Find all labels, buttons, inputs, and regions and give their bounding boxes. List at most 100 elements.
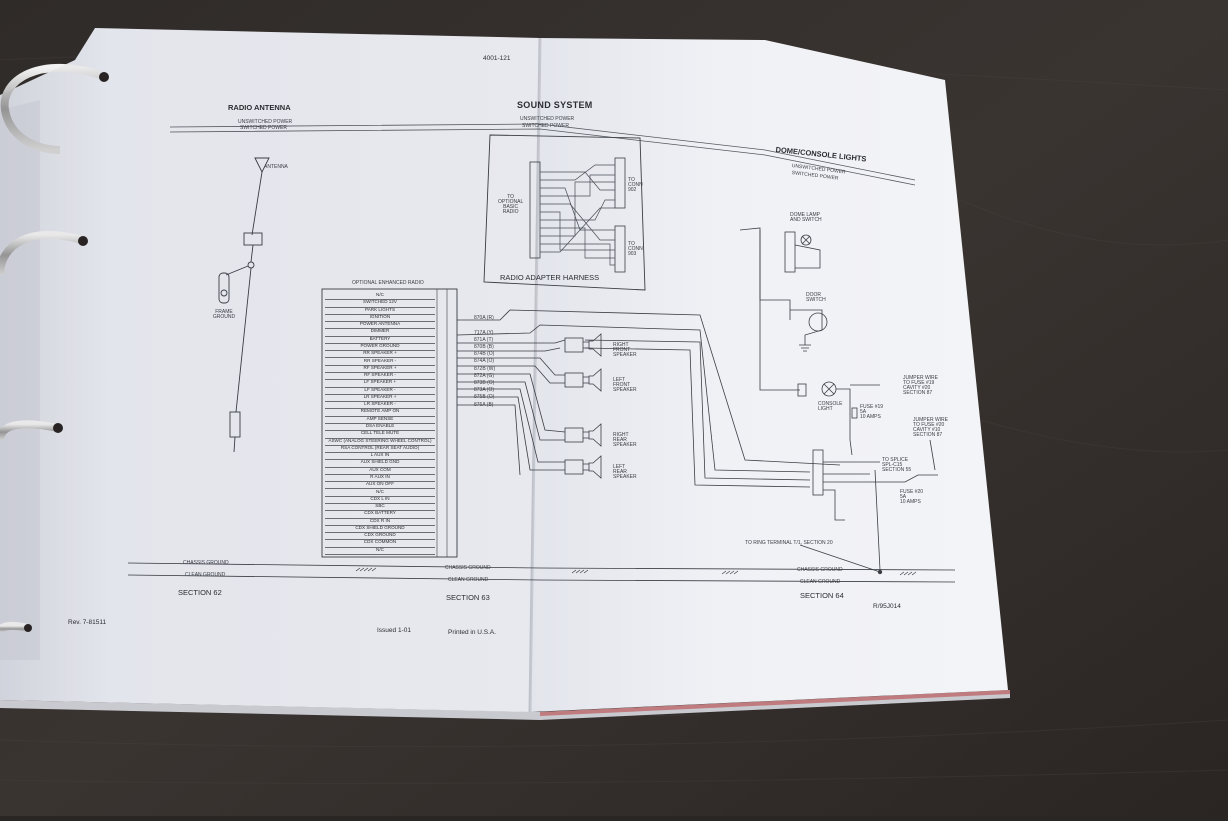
speaker-label-line: SPEAKER — [613, 352, 637, 358]
to-conn-902: TO CONN 902 — [628, 178, 643, 193]
ground-hatches — [355, 567, 917, 576]
jumper1-line-4: SECTION 87 — [903, 390, 933, 396]
ring-hole-2 — [78, 236, 88, 246]
binder-edge — [540, 690, 1010, 716]
speaker-label-line: LEFT — [613, 464, 626, 470]
jumper2-line-3: CAVITY #10 — [913, 427, 941, 433]
dome-lamp-line-1: DOME LAMP — [790, 212, 821, 218]
frame-ground-lug — [218, 272, 230, 304]
pin-row: AMP SENSE — [325, 416, 435, 424]
speaker-label-line: FRONT — [613, 382, 631, 388]
section-63: SECTION 63 — [446, 593, 490, 602]
pin-row: POWER ANTENNA — [325, 321, 435, 330]
pin-row: PARK LIGHTS — [325, 307, 435, 315]
antenna-label: ANTENNA — [264, 164, 288, 170]
fuse-a-line-2: 5A — [860, 409, 867, 415]
console-light-label: CONSOLE LIGHT — [818, 402, 842, 412]
antenna-symbol — [254, 157, 270, 174]
power-bus-lines — [169, 123, 916, 186]
jumper1-line-2: TO FUSE #19 — [903, 380, 935, 386]
jumper2-line-1: JUMPER WIRE — [913, 417, 948, 423]
chassis-ground-label-left: CHASSIS GROUND — [183, 560, 229, 566]
chassis-ground-label-mid: CHASSIS GROUND — [445, 565, 491, 571]
pin-row: AUX COM — [325, 467, 435, 475]
splice-line-2: SPL-C15 — [882, 462, 903, 468]
speaker — [564, 423, 602, 447]
wire-label: 870B (B) — [474, 344, 494, 350]
ref-code: R/95J014 — [873, 603, 901, 610]
pin-row: SWITCHED 12V — [325, 299, 435, 308]
section-62: SECTION 62 — [178, 588, 222, 597]
ring-hole-1 — [99, 72, 109, 82]
speaker-label-line: SPEAKER — [613, 474, 637, 480]
speaker — [564, 333, 602, 357]
pin-row: REMOTE AMP ON — [325, 408, 435, 417]
door-switch-symbol — [808, 312, 828, 332]
wire-label: 872B (W) — [474, 366, 496, 372]
speaker-label-line: SPEAKER — [613, 387, 637, 393]
harness-left-connector — [529, 161, 541, 259]
pin-row: ASWC (ANALOG STEERING WHEEL CONTROL) — [325, 438, 435, 446]
radio-adapter-harness-label: RADIO ADAPTER HARNESS — [500, 273, 600, 282]
speaker — [564, 455, 602, 479]
dome-lamp-symbol — [800, 234, 812, 246]
pin-row: CDX GROUND — [325, 532, 435, 541]
pin-row: RR SPEAKER - — [325, 358, 435, 366]
speaker-label-line: SPEAKER — [613, 442, 637, 448]
right-page — [530, 38, 1008, 712]
wire-label: 870A (R) — [474, 315, 494, 321]
revision: Rev. 7-81511 — [68, 619, 107, 626]
ring-low — [0, 420, 59, 441]
pin-row: RSA CONTROL (REAR SEAT AUDIO) — [325, 445, 435, 454]
pin-row: N/C — [325, 292, 435, 301]
wire-label: 876A (B) — [474, 402, 494, 408]
jumper2-line-2: TO FUSE #20 — [913, 422, 945, 428]
clean-ground-label-mid: CLEAN GROUND — [448, 577, 489, 583]
sound-system-title: SOUND SYSTEM — [517, 100, 593, 110]
conn1-line-1: TO — [628, 177, 635, 183]
pin-row: RF SPEAKER + — [325, 365, 435, 374]
wire-label: 875B (O) — [474, 394, 495, 400]
door-switch-label: DOOR SWITCH — [806, 293, 826, 303]
conn1-line-2: CONN — [628, 182, 643, 188]
fuse-b-label: FUSE #20 5A 10 AMPS — [900, 490, 923, 505]
pin-row: BATTERY — [325, 336, 435, 344]
wire-label: 871A (T) — [474, 337, 494, 343]
wire-label: 874A (O) — [474, 358, 495, 364]
wire-label: 717A (Y) — [474, 330, 494, 336]
wire-label: 872A (G) — [474, 373, 495, 379]
pin-row: IGNITION — [325, 314, 435, 323]
ring-top — [0, 63, 102, 154]
to-splice-label: TO SPLICE SPL-C15 SECTION 55 — [882, 458, 911, 473]
jumper2-line-4: SECTION 87 — [913, 432, 943, 438]
to-optional-basic-radio: TO OPTIONAL BASIC RADIO — [498, 195, 523, 215]
obr-line-3: BASIC — [503, 204, 519, 210]
pin-row: SBC — [325, 503, 435, 512]
pin-row: L AUX IN — [325, 452, 435, 461]
to-conn-903: TO CONN 903 — [628, 242, 643, 257]
clean-ground-label-left: CLEAN GROUND — [185, 572, 226, 578]
dome-lamp-switch-label: DOME LAMP AND SWITCH — [790, 213, 822, 223]
conn1-line-3: 902 — [628, 187, 637, 193]
enhanced-radio-box — [321, 288, 458, 558]
console-light-line-1: CONSOLE — [818, 401, 843, 407]
speaker-label-line: FRONT — [613, 347, 631, 353]
pin-row: AUX SHIELD GND — [325, 459, 435, 468]
dome-lamp-line-2: AND SWITCH — [790, 217, 822, 223]
splice-connector — [812, 449, 824, 496]
jumper1-line-1: JUMPER WIRE — [903, 375, 938, 381]
unswitched-power-label-left: UNSWITCHED POWER — [238, 119, 293, 125]
page-shading — [0, 28, 540, 712]
speaker-label-line: RIGHT — [613, 342, 629, 348]
wire-label: 873B (O) — [474, 380, 495, 386]
speaker-wiring — [456, 309, 841, 488]
pin-row: RF SPEAKER - — [325, 372, 435, 381]
chassis-ground-label-right: CHASSIS GROUND — [797, 567, 843, 573]
harness-right-connector-2 — [614, 225, 626, 273]
radio-adapter-harness — [483, 134, 646, 291]
speaker — [564, 368, 602, 392]
